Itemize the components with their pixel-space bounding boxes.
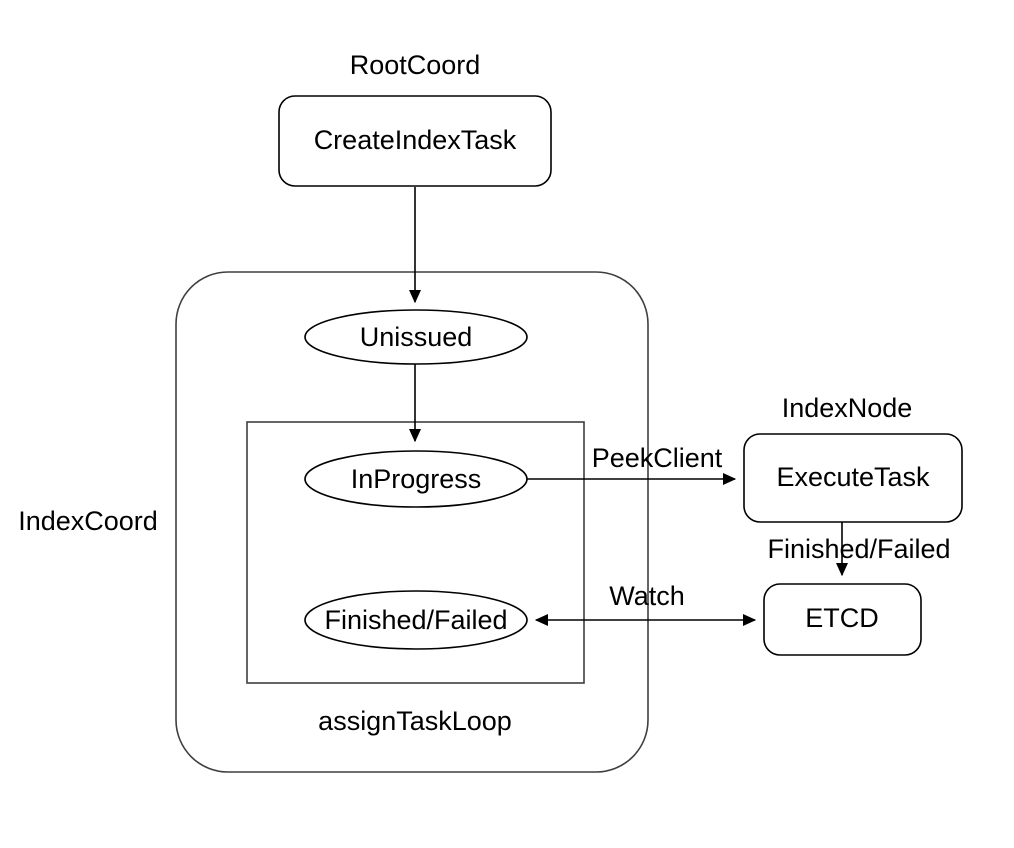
edge-label-watch: Watch bbox=[609, 581, 685, 611]
node-in-progress[interactable] bbox=[304, 450, 528, 508]
group-assigntaskloop-label: assignTaskLoop bbox=[318, 706, 512, 736]
node-unissued-label: Unissued bbox=[360, 322, 473, 352]
edge-label-finished-failed: Finished/Failed bbox=[767, 534, 950, 564]
node-etcd[interactable] bbox=[763, 583, 922, 656]
node-finished-failed[interactable] bbox=[304, 590, 528, 650]
node-create-index-task[interactable] bbox=[278, 95, 552, 187]
group-indexcoord-label: IndexCoord bbox=[18, 506, 158, 536]
node-in-progress-label: InProgress bbox=[351, 464, 482, 494]
edge-label-peekclient: PeekClient bbox=[592, 443, 723, 473]
node-execute-task-label: ExecuteTask bbox=[776, 462, 930, 492]
group-indexcoord bbox=[175, 271, 649, 773]
node-etcd-label: ETCD bbox=[805, 603, 879, 633]
node-unissued[interactable] bbox=[304, 309, 528, 365]
node-finished-failed-label: Finished/Failed bbox=[324, 605, 507, 635]
group-rootcoord-label: RootCoord bbox=[350, 50, 481, 80]
node-create-index-task-label: CreateIndexTask bbox=[314, 125, 517, 155]
node-execute-task[interactable] bbox=[743, 433, 963, 523]
group-indexnode-label: IndexNode bbox=[782, 393, 913, 423]
